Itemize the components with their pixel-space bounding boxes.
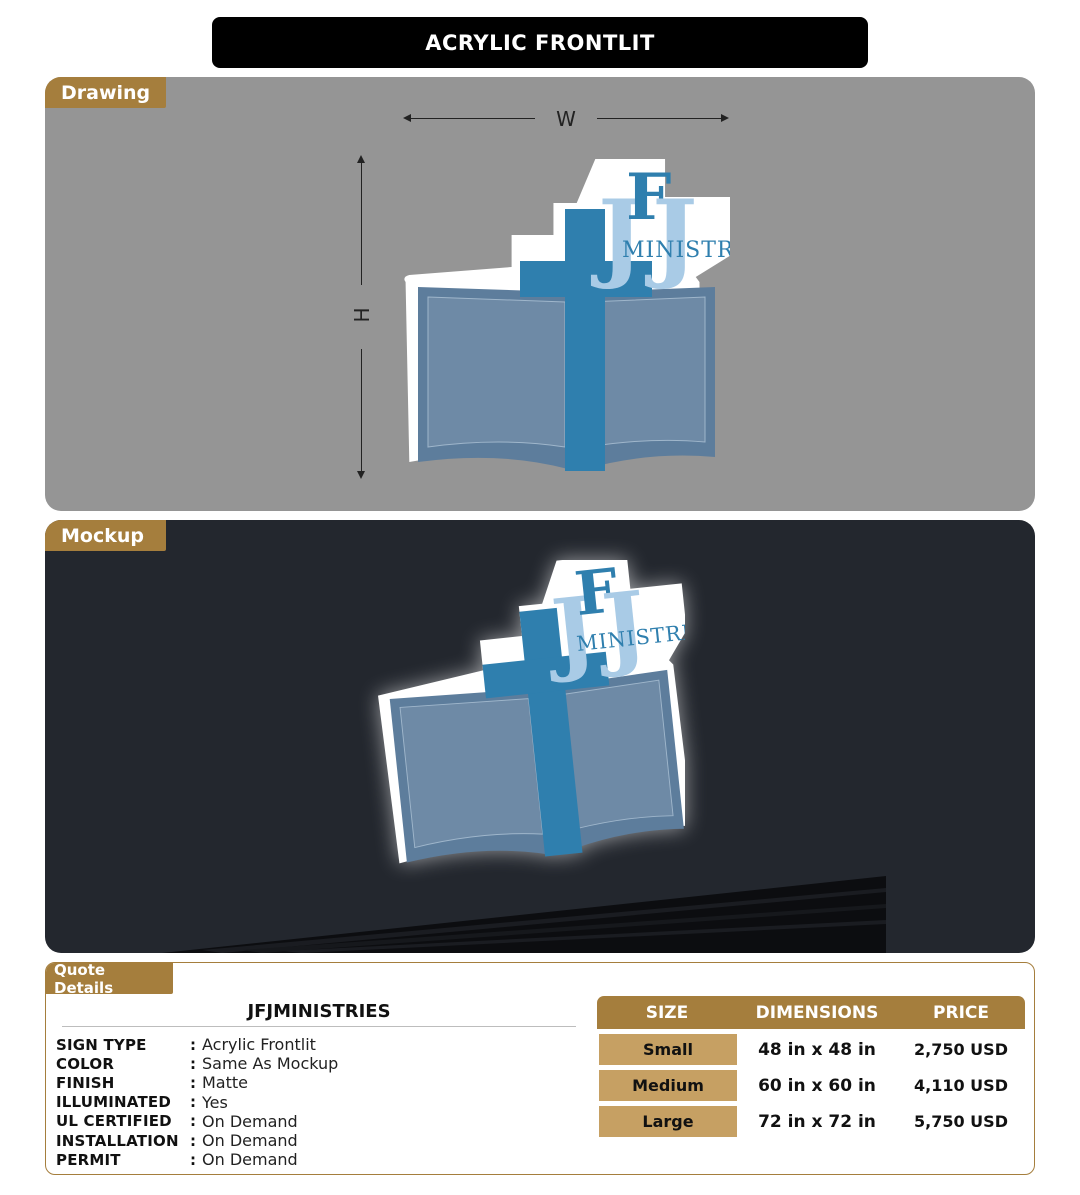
quote-details: Quote Details JFJMINISTRIES SIGN TYPE : …	[45, 962, 1035, 1175]
header-dimensions: DIMENSIONS	[755, 1002, 879, 1023]
mockup-panel: Mockup J F J MINISTRIES	[45, 520, 1035, 953]
height-label: H	[350, 307, 374, 323]
price-row-medium: Medium 60 in x 60 in 4,110 USD	[597, 1070, 1025, 1101]
spec-key: UL CERTIFIED	[56, 1112, 172, 1131]
width-dimension: W	[403, 107, 729, 131]
dimensions-cell: 72 in x 72 in	[758, 1111, 876, 1132]
divider	[62, 1026, 576, 1027]
spec-key: INSTALLATION	[56, 1131, 179, 1150]
price-row-large: Large 72 in x 72 in 5,750 USD	[597, 1106, 1025, 1137]
spec-key: FINISH	[56, 1073, 115, 1092]
price-table: SIZE DIMENSIONS PRICE Small 48 in x 48 i…	[597, 996, 1025, 1137]
spec-key: COLOR	[56, 1054, 115, 1073]
spec-value: Acrylic Frontlit	[202, 1035, 316, 1055]
spec-separator: :	[190, 1035, 196, 1054]
size-cell: Medium	[599, 1070, 737, 1101]
spec-separator: :	[190, 1054, 196, 1073]
svg-text:F: F	[626, 160, 671, 235]
spec-value: Same As Mockup	[202, 1054, 339, 1074]
price-table-header: SIZE DIMENSIONS PRICE	[597, 996, 1025, 1029]
drawing-label: Drawing	[45, 77, 166, 108]
spec-row: UL CERTIFIED : On Demand	[56, 1112, 386, 1131]
size-cell: Large	[599, 1106, 737, 1137]
spec-row: COLOR : Same As Mockup	[56, 1054, 386, 1073]
spec-value: On Demand	[202, 1111, 298, 1131]
price-row-small: Small 48 in x 48 in 2,750 USD	[597, 1034, 1025, 1065]
spec-separator: :	[190, 1093, 196, 1112]
spec-row: INSTALLATION : On Demand	[56, 1131, 386, 1150]
spec-value: Matte	[202, 1073, 248, 1093]
svg-text:J: J	[644, 179, 697, 292]
mockup-label: Mockup	[45, 520, 166, 551]
sign-logo-drawing: J F J MINISTRIES	[404, 159, 730, 471]
price-cell: 2,750 USD	[914, 1040, 1008, 1059]
spec-value: On Demand	[202, 1150, 298, 1170]
height-dimension: H	[350, 155, 374, 479]
spec-value: Yes	[202, 1092, 228, 1112]
spec-value: On Demand	[202, 1131, 298, 1151]
spec-separator: :	[190, 1073, 196, 1092]
building-roof	[162, 876, 886, 953]
spec-list: SIGN TYPE : Acrylic Frontlit COLOR : Sam…	[56, 1035, 386, 1169]
spec-row: PERMIT : On Demand	[56, 1150, 386, 1169]
client-name: JFJMINISTRIES	[247, 1001, 391, 1022]
spec-separator: :	[190, 1112, 196, 1131]
svg-text:F: F	[572, 560, 622, 630]
width-label: W	[556, 107, 576, 131]
header-size: SIZE	[645, 1002, 689, 1023]
page-title: ACRYLIC FRONTLIT	[212, 17, 868, 68]
spec-key: PERMIT	[56, 1150, 121, 1169]
spec-row: ILLUMINATED : Yes	[56, 1093, 386, 1112]
spec-row: SIGN TYPE : Acrylic Frontlit	[56, 1035, 386, 1054]
spec-row: FINISH : Matte	[56, 1073, 386, 1092]
header-price: PRICE	[933, 1002, 989, 1023]
spec-separator: :	[190, 1131, 196, 1150]
dimensions-cell: 48 in x 48 in	[758, 1039, 876, 1060]
spec-key: SIGN TYPE	[56, 1035, 147, 1054]
price-cell: 5,750 USD	[914, 1112, 1008, 1131]
dimensions-cell: 60 in x 60 in	[758, 1075, 876, 1096]
spec-separator: :	[190, 1150, 196, 1169]
spec-key: ILLUMINATED	[56, 1093, 171, 1112]
svg-text:J: J	[590, 179, 643, 292]
drawing-panel: Drawing W H J F J MINISTRIES	[45, 77, 1035, 511]
price-cell: 4,110 USD	[914, 1076, 1008, 1095]
svg-text:MINISTRIES: MINISTRIES	[622, 238, 730, 263]
quote-label: Quote Details	[46, 963, 173, 997]
size-cell: Small	[599, 1034, 737, 1065]
sign-logo-mockup: J F J MINISTRIES	[378, 560, 685, 864]
